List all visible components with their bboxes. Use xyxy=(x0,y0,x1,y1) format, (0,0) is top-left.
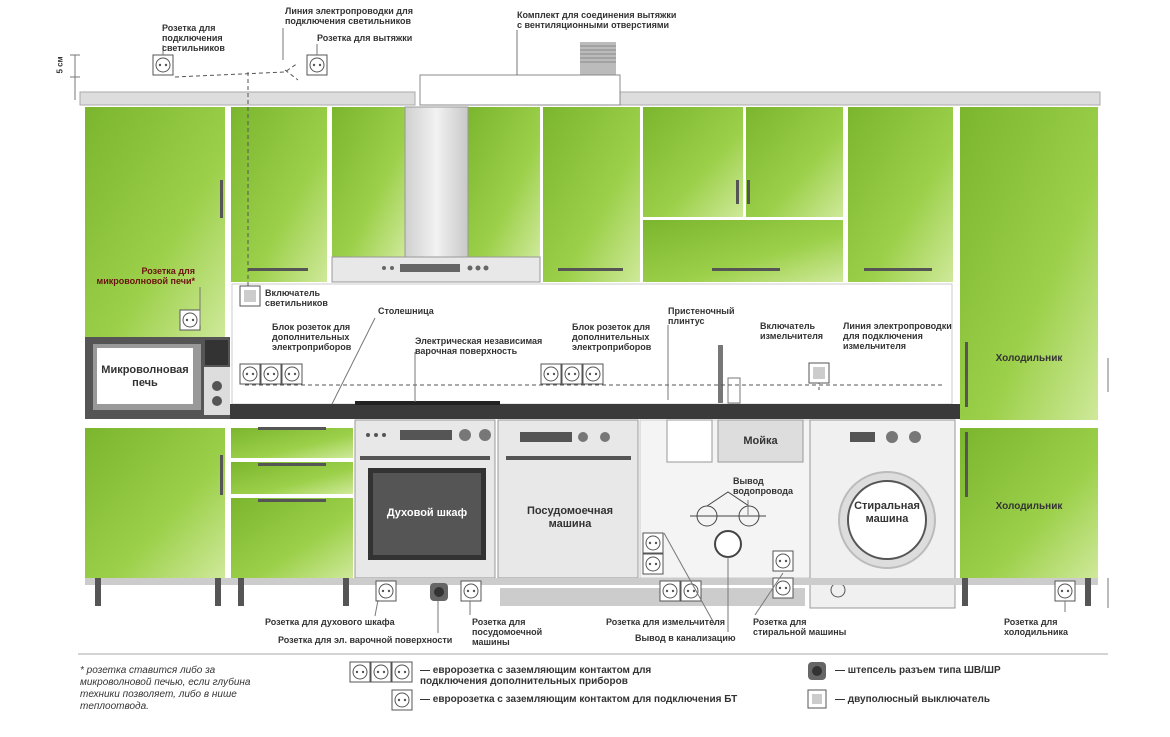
lower-left-cabinets xyxy=(85,427,353,578)
label-block-left: Блок розеток для дополнительных электроп… xyxy=(272,322,352,352)
label-microwave: Микроволновая печь xyxy=(101,364,189,389)
label-lights-outlet: Розетка для подключения светильников xyxy=(162,23,225,53)
label-hob: Электрическая независимая варочная повер… xyxy=(415,336,543,356)
label-oven-outlet: Розетка для духового шкафа xyxy=(265,617,395,627)
label-lights-wiring: Линия электропроводки для подключения св… xyxy=(285,6,413,26)
label-fridge-outlet: Розетка для холодильника xyxy=(1004,617,1069,637)
oven xyxy=(354,419,496,579)
legend-icons xyxy=(349,661,827,711)
plug-socket xyxy=(430,583,448,601)
range-hood xyxy=(331,106,541,283)
washing-machine xyxy=(809,419,956,609)
label-washer: Стиральная машина xyxy=(854,500,920,525)
legend-plug: — штепсель разъем типа ШВ/ШР xyxy=(835,665,1001,676)
dishwasher xyxy=(497,419,639,579)
label-hood-outlet: Розетка для вытяжки xyxy=(317,33,413,43)
microwave xyxy=(85,337,230,419)
upper-cabinets xyxy=(85,107,953,337)
label-washer-outlet: Розетка для стиральной машины xyxy=(753,617,847,637)
label-grinder-wiring: Линия электропроводки для подключения из… xyxy=(843,321,952,351)
label-microwave-outlet: Розетка для микроволновой печи* xyxy=(96,266,195,286)
label-dishwasher: Посудомоечная машина xyxy=(526,505,614,530)
switches xyxy=(239,285,830,384)
label-light-switch: Включатель светильников xyxy=(265,288,328,308)
label-vent-kit: Комплект для соединения вытяжки с вентил… xyxy=(517,10,677,30)
fridge xyxy=(960,107,1098,578)
legend-euro-multi: — евророзетка с заземляющим контактом дл… xyxy=(420,665,652,687)
hob-surface xyxy=(355,401,500,405)
dim-5cm: 5 см xyxy=(55,56,65,74)
legend-switch: — двуполюсный выключатель xyxy=(835,694,990,705)
label-plinth: Пристеночный плинтус xyxy=(668,306,735,326)
sink-cabinet xyxy=(639,345,811,579)
label-hob-outlet: Розетка для эл. варочной поверхности xyxy=(278,635,453,645)
label-oven: Духовой шкаф xyxy=(386,507,468,519)
label-pipe-outlet: Вывод водопровода xyxy=(733,476,793,496)
label-dishwasher-outlet: Розетка для посудомоечной машины xyxy=(472,617,543,647)
label-sink: Мойка xyxy=(743,435,778,447)
label-grinder-switch: Включатель измельчителя xyxy=(760,321,824,341)
label-block-right: Блок розеток для дополнительных электроп… xyxy=(572,322,652,352)
leader-lines xyxy=(70,28,1109,633)
label-worktop: Столешница xyxy=(378,306,434,316)
label-fridge-bottom: Холодильник xyxy=(995,501,1063,512)
vent-duct xyxy=(419,42,621,106)
countertop xyxy=(230,404,960,419)
label-sewer: Вывод в канализацию xyxy=(635,633,736,643)
legend-euro-single: — евророзетка с заземляющим контактом дл… xyxy=(420,694,738,705)
label-grinder-outlet: Розетка для измельчителя xyxy=(606,617,726,627)
label-fridge-top: Холодильник xyxy=(995,353,1063,364)
plinth xyxy=(85,578,1098,606)
legend-footnote: * розетка ставится либо за микроволновой… xyxy=(80,665,251,712)
